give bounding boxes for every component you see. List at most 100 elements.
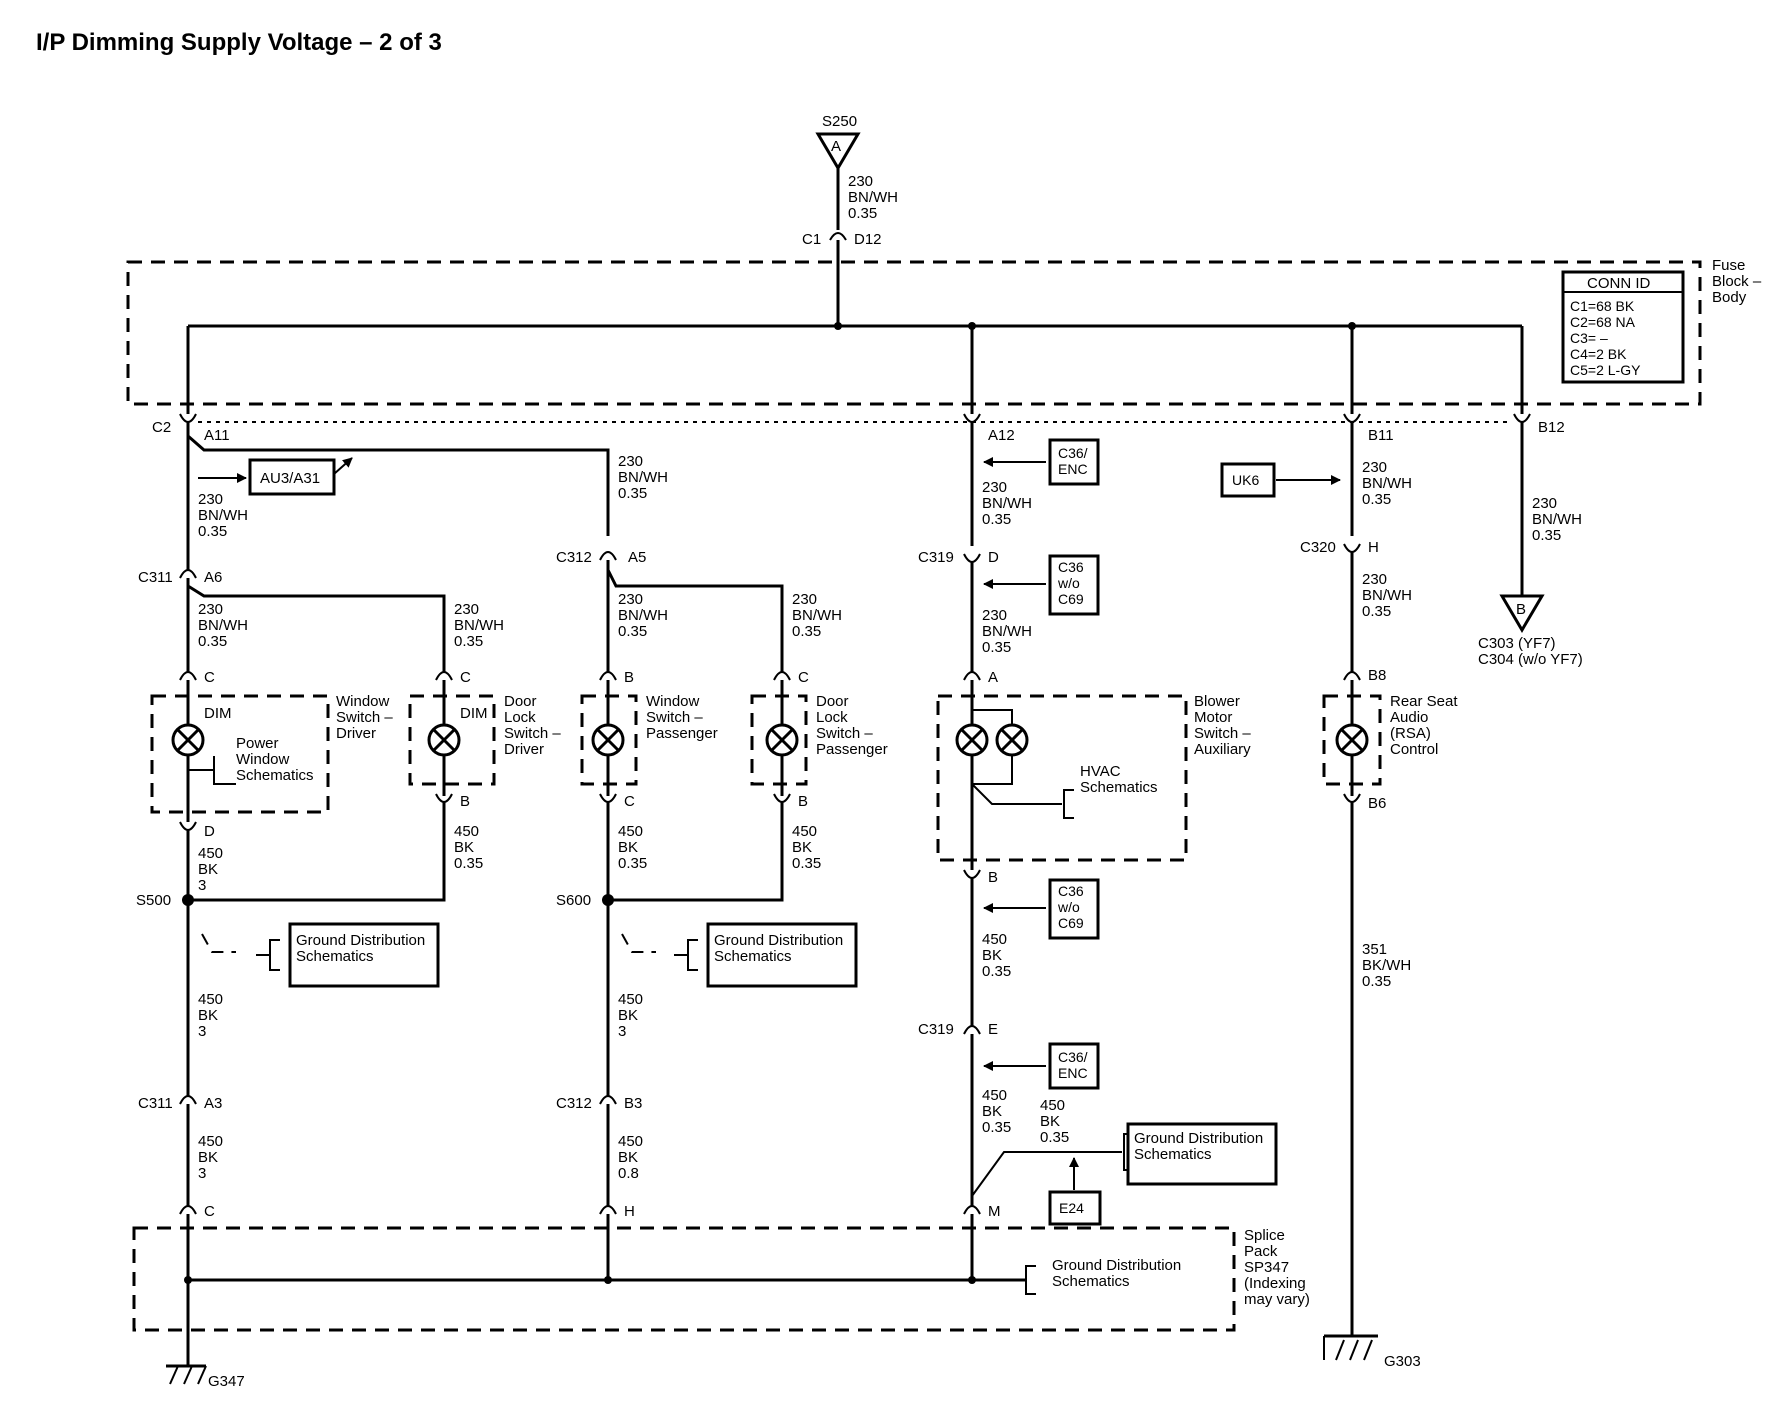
svg-text:BN/WH: BN/WH [982, 495, 1032, 512]
door-passenger-lamp-icon [765, 723, 799, 757]
dim-label-door-driver: DIM [460, 705, 488, 722]
svg-text:0.35: 0.35 [454, 633, 483, 650]
wire-label-s500-out: 450 BK 3 [198, 991, 223, 1040]
pin-c-splice-pack: C [204, 1203, 215, 1220]
window-switch-driver-outline [150, 694, 330, 814]
option-au3-a31: AU3/A31 [260, 470, 320, 487]
svg-text:C5=2 L-GY: C5=2 L-GY [1570, 362, 1641, 378]
svg-text:Lock: Lock [816, 709, 848, 726]
svg-text:Passenger: Passenger [646, 725, 718, 742]
svg-text:C36: C36 [1058, 883, 1084, 899]
svg-text:0.35: 0.35 [198, 633, 227, 650]
svg-text:BK/WH: BK/WH [1362, 957, 1411, 974]
svg-text:(RSA): (RSA) [1390, 725, 1431, 742]
connector-c1-label: C1 [802, 231, 821, 248]
splice-s600-label: S600 [556, 892, 591, 909]
svg-text:Block –: Block – [1712, 273, 1762, 290]
svg-text:Audio: Audio [1390, 709, 1428, 726]
svg-text:230: 230 [982, 479, 1007, 496]
window-switch-driver-label: Window Switch – Driver [336, 693, 393, 742]
pin-c-door-driver: C [460, 669, 471, 686]
svg-text:Door: Door [504, 693, 537, 710]
pin-b11-label: B11 [1368, 427, 1394, 444]
wire-label-door-passenger-out: 450 BK 0.35 [792, 823, 821, 872]
svg-text:BK: BK [618, 1007, 638, 1024]
offpage-b-triangle [1499, 594, 1545, 633]
connector-c311-label: C311 [138, 569, 173, 586]
pin-b6-label: B6 [1368, 795, 1386, 812]
svg-text:BN/WH: BN/WH [1362, 475, 1412, 492]
svg-text:Window: Window [646, 693, 700, 710]
svg-text:Lock: Lock [504, 709, 536, 726]
ground-g347-label: G347 [208, 1373, 245, 1390]
splice-s500-label: S500 [136, 892, 171, 909]
power-window-schematics-ref: Power Window Schematics [236, 735, 314, 784]
svg-text:BK: BK [792, 839, 812, 856]
pin-c-window-driver: C [204, 669, 215, 686]
svg-text:Passenger: Passenger [816, 741, 888, 758]
blower-motor-switch-label: Blower Motor Switch – Auxiliary [1194, 693, 1251, 758]
wire-label-window-passenger-out: 450 BK 0.35 [618, 823, 647, 872]
svg-text:230: 230 [198, 601, 223, 618]
svg-text:230: 230 [454, 601, 479, 618]
svg-text:0.35: 0.35 [792, 623, 821, 640]
svg-text:230: 230 [618, 591, 643, 608]
svg-text:BN/WH: BN/WH [618, 469, 668, 486]
svg-text:Ground Distribution: Ground Distribution [296, 932, 425, 949]
door-lock-switch-passenger-outline [750, 694, 808, 786]
dim-label-window-driver: DIM [204, 705, 232, 722]
pin-a3-label: A3 [204, 1095, 222, 1112]
wire-label-c319-e: 450 BK 0.35 [982, 1087, 1011, 1136]
svg-text:3: 3 [618, 1023, 626, 1040]
connector-c1-d12 [829, 232, 847, 241]
wire-label-s600-out: 450 BK 3 [618, 991, 643, 1040]
svg-text:C4=2 BK: C4=2 BK [1570, 346, 1627, 362]
svg-text:3: 3 [198, 877, 206, 894]
wire-label-a6-right: 230 BN/WH 0.35 [454, 601, 504, 650]
svg-text:Switch –: Switch – [646, 709, 703, 726]
svg-text:230: 230 [1362, 459, 1387, 476]
svg-text:Schematics: Schematics [236, 767, 314, 784]
option-uk6-box [1220, 462, 1276, 498]
svg-text:0.35: 0.35 [618, 855, 647, 872]
svg-text:C69: C69 [1058, 915, 1084, 931]
pin-a6-label: A6 [204, 569, 222, 586]
connector-c319-lower-label: C319 [918, 1021, 954, 1038]
pin-a5-label: A5 [628, 549, 646, 566]
svg-text:Ground Distribution: Ground Distribution [1052, 1257, 1181, 1274]
wire-label-e24-branch: 450 BK 0.35 [1040, 1097, 1069, 1146]
svg-text:Blower: Blower [1194, 693, 1240, 710]
wire-label-a5-left: 230 BN/WH 0.35 [618, 591, 668, 640]
svg-text:BK: BK [198, 1007, 218, 1024]
offpage-b-label: B [1516, 601, 1526, 618]
svg-text:C36: C36 [1058, 559, 1084, 575]
svg-text:Switch –: Switch – [1194, 725, 1251, 742]
option-c36-enc-top: C36/ ENC [1058, 445, 1088, 477]
svg-text:Switch –: Switch – [504, 725, 561, 742]
wire-label-a6-left: 230 BN/WH 0.35 [198, 601, 248, 650]
svg-text:450: 450 [618, 823, 643, 840]
svg-text:Schematics: Schematics [1134, 1146, 1212, 1163]
hvac-schematics-ref: HVAC Schematics [1080, 763, 1158, 796]
svg-text:0.35: 0.35 [982, 511, 1011, 528]
connector-c312-label: C312 [556, 549, 592, 566]
conn-id-list: C1=68 BK C2=68 NA C3= – C4=2 BK C5=2 L-G… [1570, 298, 1641, 378]
svg-text:450: 450 [1040, 1097, 1065, 1114]
pin-a11-label: A11 [204, 427, 230, 444]
svg-text:0.35: 0.35 [848, 205, 877, 222]
ground-g303-icon [1323, 1334, 1378, 1361]
pin-b8-label: B8 [1368, 667, 1386, 684]
ground-schem-ref-blower [1126, 1122, 1278, 1186]
svg-text:230: 230 [618, 453, 643, 470]
option-e24: E24 [1059, 1200, 1084, 1216]
svg-text:Ground Distribution: Ground Distribution [714, 932, 843, 949]
fuse-block-outline [126, 260, 1702, 406]
svg-text:BK: BK [1040, 1113, 1060, 1130]
svg-text:0.35: 0.35 [792, 855, 821, 872]
splice-s250-label: S250 [822, 113, 857, 130]
svg-text:0.35: 0.35 [982, 1119, 1011, 1136]
svg-text:Window: Window [236, 751, 290, 768]
svg-text:0.35: 0.35 [454, 855, 483, 872]
svg-text:Driver: Driver [504, 741, 544, 758]
